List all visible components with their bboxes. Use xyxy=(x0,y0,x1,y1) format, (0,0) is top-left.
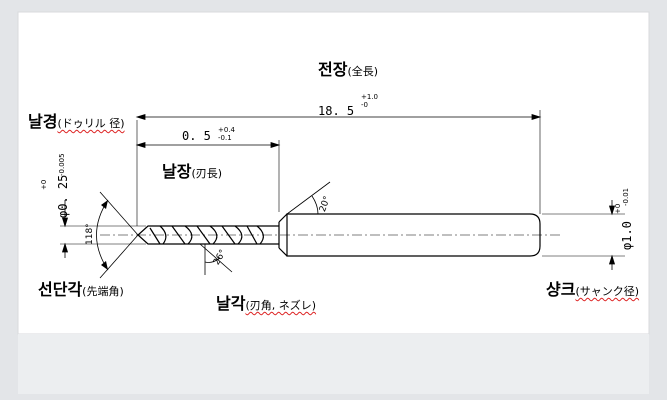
total-length-jp: (全長) xyxy=(347,65,379,78)
shank-tol-upper: +0 xyxy=(614,203,622,214)
diameter-tolerance-lower: -0.005 xyxy=(58,153,66,176)
diameter-tol-lower: -0.005 xyxy=(58,153,66,176)
total-length-kr: 전장 xyxy=(318,60,348,79)
shank-body xyxy=(286,213,541,257)
flute-length-tolerance: +0.4 -0.1 xyxy=(218,126,235,142)
helix-kr: 날각 xyxy=(216,294,246,313)
point-angle-label: 선단각(先端角) xyxy=(38,276,124,300)
total-tol-lower: -0 xyxy=(361,101,368,109)
shank-jp: (サャンク径) xyxy=(575,285,640,298)
shank-label: 샹크(サャンク径) xyxy=(546,276,639,300)
diameter-value: φ0. 25 xyxy=(56,174,70,218)
flute-length-value: 0. 5 xyxy=(182,129,211,143)
helix-label: 날각(刃角, ネズレ) xyxy=(216,290,316,314)
flute-tol-lower: -0.1 xyxy=(218,134,232,142)
point-angle-jp: (先端角) xyxy=(82,285,124,298)
diameter-tol-upper: +0 xyxy=(40,179,48,190)
total-length-tolerance: +1.0 -0 xyxy=(361,93,378,109)
blade-length-jp: (刃長) xyxy=(191,167,223,180)
helix-jp: (刃角, ネズレ) xyxy=(245,299,317,312)
blade-diameter-label: 날경(ドゥリル 径) xyxy=(28,108,125,132)
shank-diameter-tolerance-lower: -0.01 xyxy=(622,188,630,206)
total-tol-upper: +1.0 xyxy=(361,93,378,101)
point-angle-value: 118° xyxy=(85,223,95,245)
blade-diameter-kr: 날경 xyxy=(28,112,58,131)
shank-tol-lower: -0.01 xyxy=(622,187,630,206)
blade-length-label: 날장(刃長) xyxy=(162,158,222,182)
blade-diameter-jp: (ドゥリル 径) xyxy=(57,117,125,130)
shank-diameter-tolerance: +0 xyxy=(614,204,622,214)
diameter-tolerance: +0 xyxy=(40,180,48,190)
shank-kr: 샹크 xyxy=(546,280,576,299)
total-length-value: 18. 5 xyxy=(318,104,355,118)
total-length-label: 전장(全長) xyxy=(318,56,378,80)
shank-diameter-value: φ1.0 xyxy=(620,221,634,250)
point-angle-kr: 선단각 xyxy=(38,280,83,299)
flute-tol-upper: +0.4 xyxy=(218,126,235,134)
blade-length-kr: 날장 xyxy=(162,162,192,181)
